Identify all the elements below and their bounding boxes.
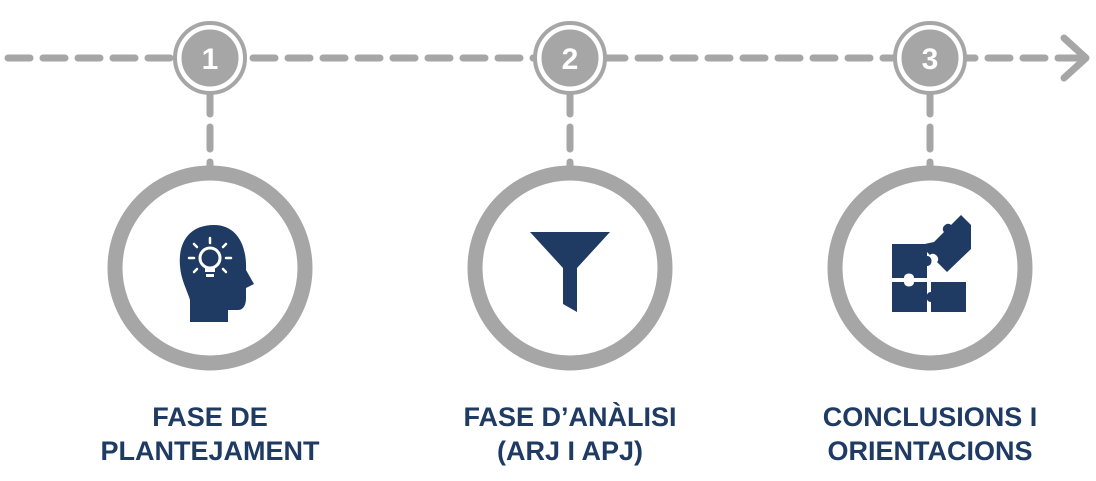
step-title-1: FASE DE PLANTEJAMENT [70,400,350,468]
step-number: 2 [562,43,579,76]
step-badge-1: 1 [173,21,247,95]
step-badge-2: 2 [533,21,607,95]
puzzle-icon [892,215,971,312]
head-lightbulb-icon [179,225,254,322]
step-title-line: FASE D’ANÀLISI [463,402,677,432]
step-number: 1 [202,43,219,76]
step-title-line: FASE DE [152,402,268,432]
step-title-line: PLANTEJAMENT [100,436,320,466]
step-title-line: ORIENTACIONS [827,436,1033,466]
step-title-line: (ARJ I APJ) [496,436,644,466]
funnel-icon [530,232,610,312]
step-title-line: CONCLUSIONS I [822,402,1038,432]
step-title-3: CONCLUSIONS I ORIENTACIONS [790,400,1070,468]
timeline-arrowhead [1060,34,1090,82]
step-badge-3: 3 [893,21,967,95]
step-title-2: FASE D’ANÀLISI (ARJ I APJ) [430,400,710,468]
step-ring-3 [827,165,1033,371]
step-number: 3 [922,43,939,76]
